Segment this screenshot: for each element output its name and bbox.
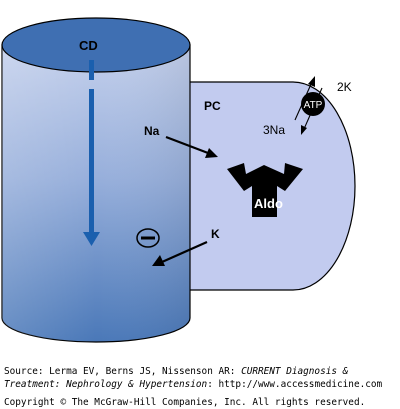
- k-arrow: [152, 240, 208, 266]
- pc-label: PC: [204, 99, 221, 113]
- minus-sign-icon: [136, 228, 160, 248]
- two-k-label: 2K: [337, 80, 352, 94]
- source-line-2: Treatment: Nephrology & Hypertension: ht…: [4, 379, 383, 390]
- figure-caption: Source: Lerma EV, Berns JS, Nissenson AR…: [4, 365, 400, 409]
- atp-label: ATP: [304, 100, 323, 111]
- aldosterone-receptor-icon: [227, 163, 303, 217]
- source-line-1: Source: Lerma EV, Berns JS, Nissenson AR…: [4, 366, 349, 377]
- tubule-diagram: CD PC Na Aldo ATP 3Na 2K K: [1, 17, 356, 343]
- urine-flow-arrow: [83, 60, 100, 246]
- cd-label: CD: [79, 38, 98, 53]
- na-arrow: [165, 135, 218, 158]
- collecting-duct-lumen: [1, 17, 191, 73]
- atp-pump: [294, 76, 325, 135]
- three-na-label: 3Na: [263, 123, 285, 137]
- na-label: Na: [144, 124, 160, 138]
- aldo-label: Aldo: [254, 196, 283, 211]
- copyright-line: Copyright © The McGraw-Hill Companies, I…: [4, 397, 366, 408]
- k-label: K: [211, 227, 220, 241]
